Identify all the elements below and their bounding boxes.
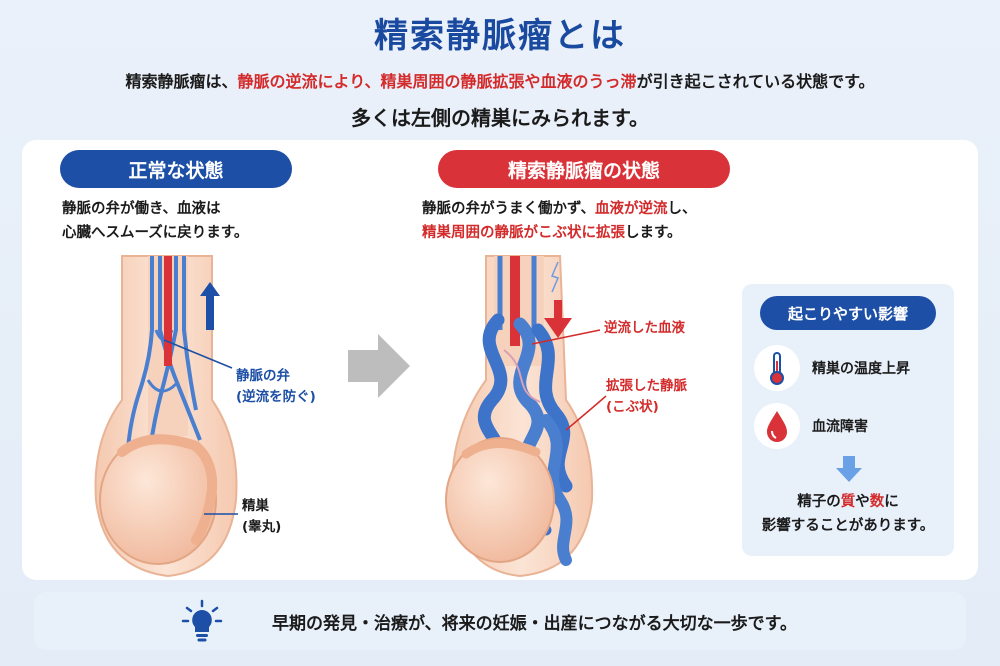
highlight-text: 血液が逆流 bbox=[594, 201, 668, 217]
varicocele-heading: 精索静脈瘤の状態 bbox=[438, 150, 730, 188]
intro-line-2: 多くは左側の精巣にみられます。 bbox=[351, 106, 649, 130]
text-segment: に bbox=[884, 494, 899, 510]
normal-heading: 正常な状態 bbox=[60, 150, 292, 188]
down-arrow-icon bbox=[836, 456, 862, 482]
highlight-text: 質 bbox=[840, 494, 856, 510]
effect-item-temperature: 精巣の温度上昇 bbox=[754, 344, 944, 392]
valve-label: 静脈の弁 (逆流を防ぐ) bbox=[236, 368, 316, 405]
text-segment: 静脈の弁がうまく働かず、 bbox=[422, 201, 595, 217]
text-segment: 精子の bbox=[797, 494, 841, 510]
text-segment: します。 bbox=[625, 225, 682, 241]
blood-drop-icon bbox=[754, 403, 800, 449]
effect-item-bloodflow: 血流障害 bbox=[754, 402, 944, 450]
effects-box: 起こりやすい影響 精巣の温度上昇 血流障害 精子の質や数に 影響することがありま… bbox=[742, 284, 954, 556]
highlight-text: 数 bbox=[869, 494, 885, 510]
highlight-text: 精巣周囲の静脈がこぶ状に拡張 bbox=[422, 225, 625, 241]
footer-text: 早期の発見・治療が、将来の妊娠・出産につながる大切な一歩です。 bbox=[272, 614, 797, 634]
text-segment: や bbox=[855, 494, 870, 510]
varicocele-description: 静脈の弁がうまく働かず、血液が逆流し、 精巣周囲の静脈がこぶ状に拡張します。 bbox=[422, 197, 696, 245]
lightbulb-icon bbox=[181, 599, 223, 642]
highlight-text: 静脈の逆流により、精巣周囲の静脈拡張や血液のうっ滞 bbox=[237, 72, 637, 91]
intro-line-1: 精索静脈瘤は、静脈の逆流により、精巣周囲の静脈拡張や血液のうっ滞が引き起こされて… bbox=[0, 68, 1000, 92]
reflux-label: 逆流した血液 bbox=[604, 320, 685, 336]
thermometer-icon bbox=[754, 345, 800, 391]
text-segment: が引き起こされている状態です。 bbox=[636, 72, 875, 91]
footer-banner: 早期の発見・治療が、将来の妊娠・出産につながる大切な一歩です。 bbox=[34, 592, 966, 650]
page-title: 精索静脈瘤とは bbox=[374, 16, 626, 56]
testis-label: 精巣 (睾丸) bbox=[242, 498, 282, 535]
text-segment: し、 bbox=[667, 201, 697, 217]
normal-description: 静脈の弁が働き、血液は 心臓へスムーズに戻ります。 bbox=[62, 201, 249, 241]
effects-result: 精子の質や数に 影響することがあります。 bbox=[761, 494, 935, 534]
dilated-vein-label: 拡張した静脈 (こぶ状) bbox=[606, 378, 687, 415]
text-segment: 精索静脈瘤は、 bbox=[125, 72, 238, 91]
effects-heading: 起こりやすい影響 bbox=[760, 296, 936, 330]
